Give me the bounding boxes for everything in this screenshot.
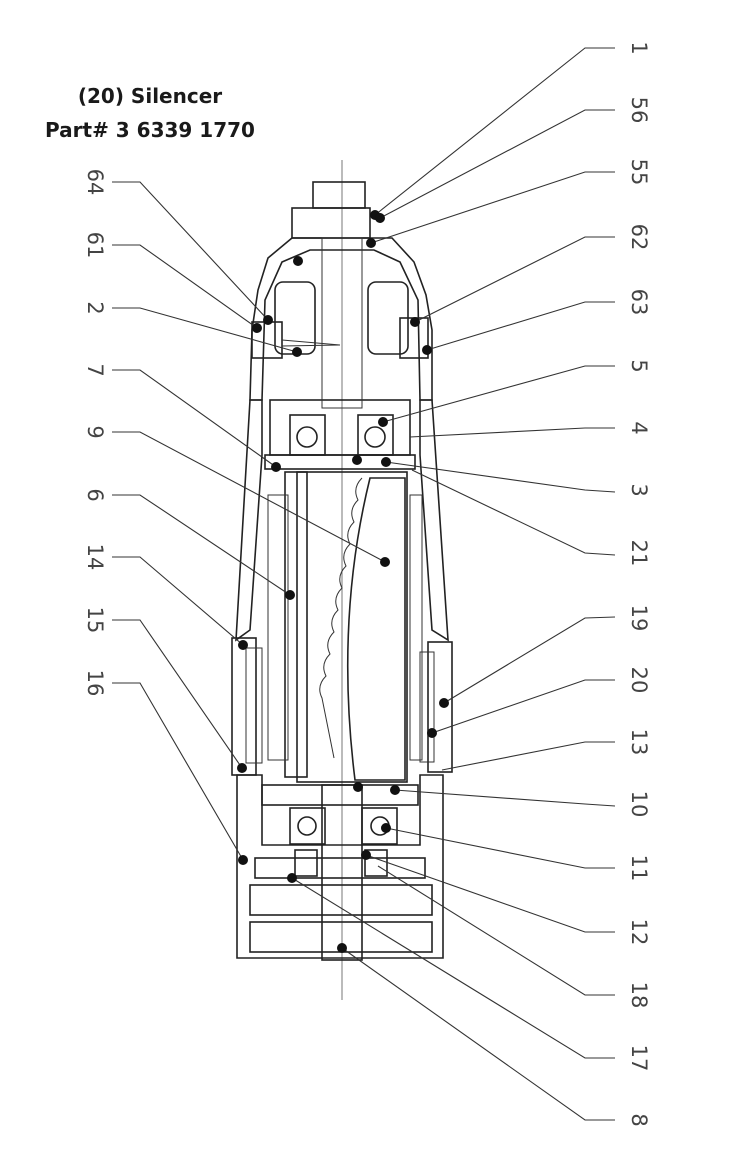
silencer-left: [231, 637, 257, 776]
callout-1: 1: [627, 41, 651, 54]
callout-15: 15: [83, 607, 107, 634]
callout-7: 7: [83, 363, 107, 376]
top-nut: [312, 181, 366, 209]
callout-61: 61: [83, 232, 107, 259]
callout-5: 5: [627, 359, 651, 372]
callout-16: 16: [83, 670, 107, 697]
callout-63: 63: [627, 289, 651, 316]
part-name: (20) Silencer: [77, 84, 223, 108]
callout-2: 2: [83, 301, 107, 314]
callout-4: 4: [627, 421, 651, 434]
silencer-right: [427, 641, 453, 773]
callout-6: 6: [83, 488, 107, 501]
callout-21: 21: [627, 540, 651, 567]
part-number: Part# 3 6339 1770: [45, 118, 255, 142]
callout-18: 18: [627, 982, 651, 1009]
callouts-right: 1 56 55 62 63 5 4 3 21 19 20 13 10 11 12…: [627, 41, 651, 1126]
callout-11: 11: [627, 855, 651, 882]
callout-62: 62: [627, 224, 651, 251]
callout-14: 14: [83, 544, 107, 571]
callout-17: 17: [627, 1045, 651, 1072]
callout-leaders: [112, 47, 616, 1121]
callout-13: 13: [627, 729, 651, 756]
callout-10: 10: [627, 791, 651, 818]
callouts-left: 64 61 2 7 9 6 14 15 16: [83, 169, 107, 697]
callout-8: 8: [627, 1113, 651, 1126]
callout-19: 19: [627, 605, 651, 632]
callout-56: 56: [627, 97, 651, 124]
callout-9: 9: [83, 425, 107, 438]
callout-64: 64: [83, 169, 107, 196]
callout-20: 20: [627, 667, 651, 694]
callout-12: 12: [627, 919, 651, 946]
callout-3: 3: [627, 483, 651, 496]
callout-55: 55: [627, 159, 651, 186]
